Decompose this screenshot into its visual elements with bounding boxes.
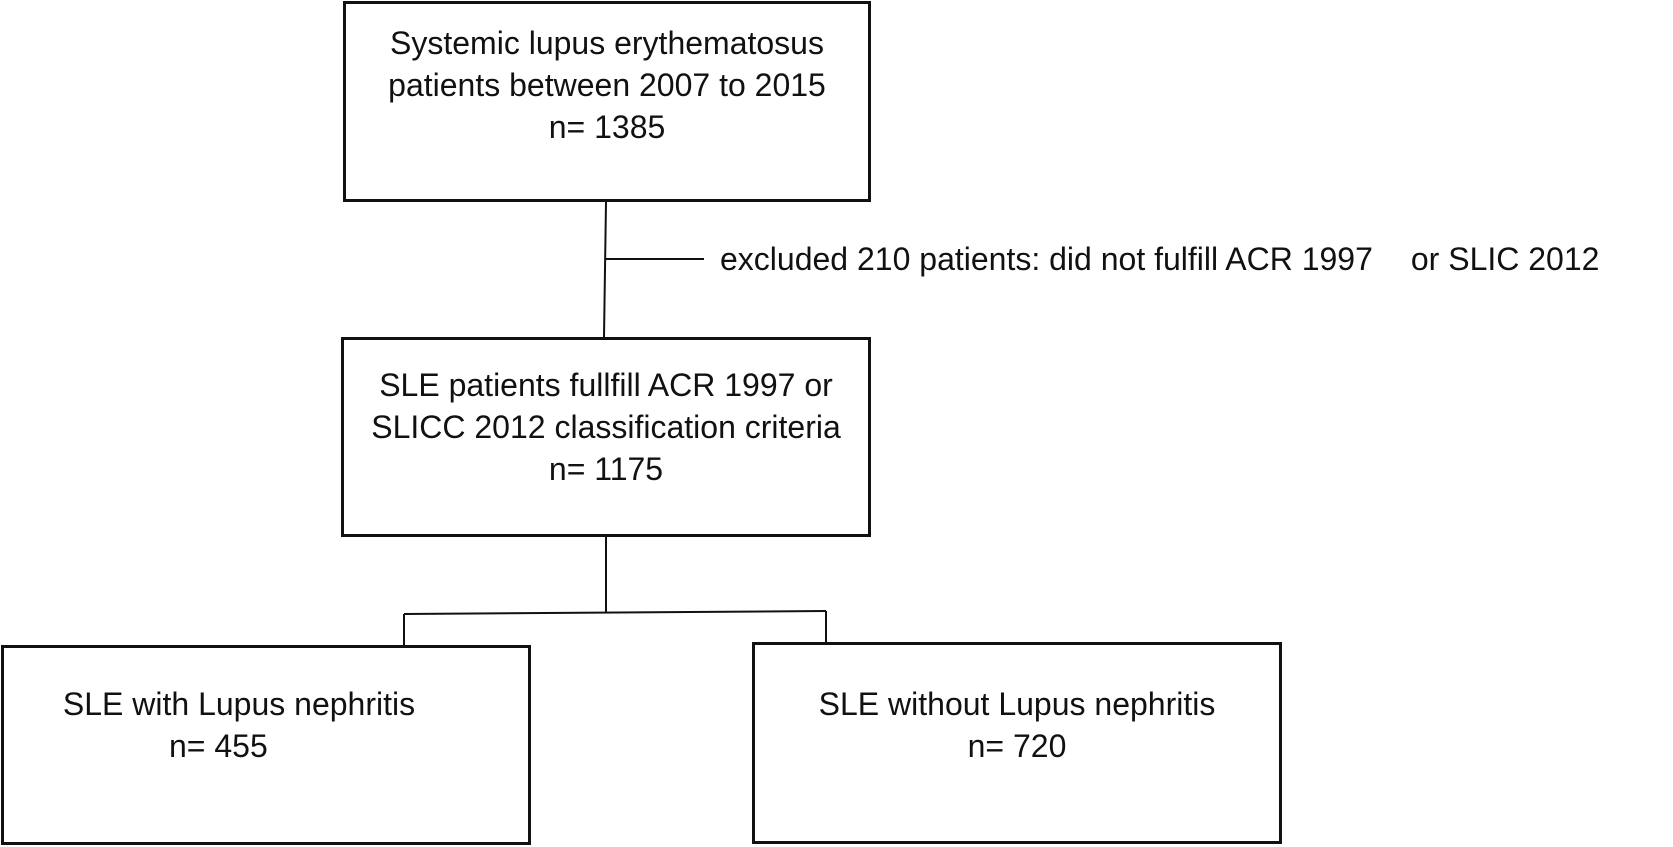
- with-lupus-nephritis-count: n= 455: [169, 728, 268, 764]
- eligible-patients-text: SLE patients fullfill ACR 1997 or SLICC …: [344, 364, 868, 490]
- total-patients-line-1: Systemic lupus erythematosus: [390, 25, 824, 61]
- total-patients-box: Systemic lupus erythematosus patients be…: [343, 1, 871, 202]
- exclusion-note-part-2: or SLIC 2012: [1410, 241, 1600, 277]
- without-lupus-nephritis-box: SLE without Lupus nephritis n= 720: [752, 642, 1282, 844]
- eligible-patients-line-1: SLE patients fullfill ACR 1997 or: [379, 367, 833, 403]
- with-lupus-nephritis-label: SLE with Lupus nephritis: [62, 686, 416, 722]
- total-patients-text: Systemic lupus erythematosus patients be…: [346, 22, 868, 148]
- connector-split-bar: [403, 610, 827, 615]
- without-lupus-nephritis-label: SLE without Lupus nephritis: [818, 686, 1216, 722]
- connector-total-to-eligible: [603, 201, 607, 338]
- with-lupus-nephritis-text: SLE with Lupus nephritis n= 455: [0, 683, 504, 767]
- total-patients-count: n= 1385: [548, 109, 666, 145]
- total-patients-line-2: patients between 2007 to 2015: [388, 67, 826, 103]
- exclusion-note: excluded 210 patients: did not fulfill A…: [720, 238, 1599, 280]
- without-lupus-nephritis-count: n= 720: [967, 728, 1067, 764]
- eligible-patients-count: n= 1175: [548, 451, 664, 487]
- eligible-patients-box: SLE patients fullfill ACR 1997 or SLICC …: [341, 337, 871, 537]
- without-lupus-nephritis-text: SLE without Lupus nephritis n= 720: [755, 683, 1279, 767]
- eligible-patients-line-2: SLICC 2012 classification criteria: [371, 409, 841, 445]
- with-lupus-nephritis-box: SLE with Lupus nephritis n= 455: [1, 645, 531, 845]
- exclusion-note-part-1: excluded 210 patients: did not fulfill A…: [720, 241, 1373, 277]
